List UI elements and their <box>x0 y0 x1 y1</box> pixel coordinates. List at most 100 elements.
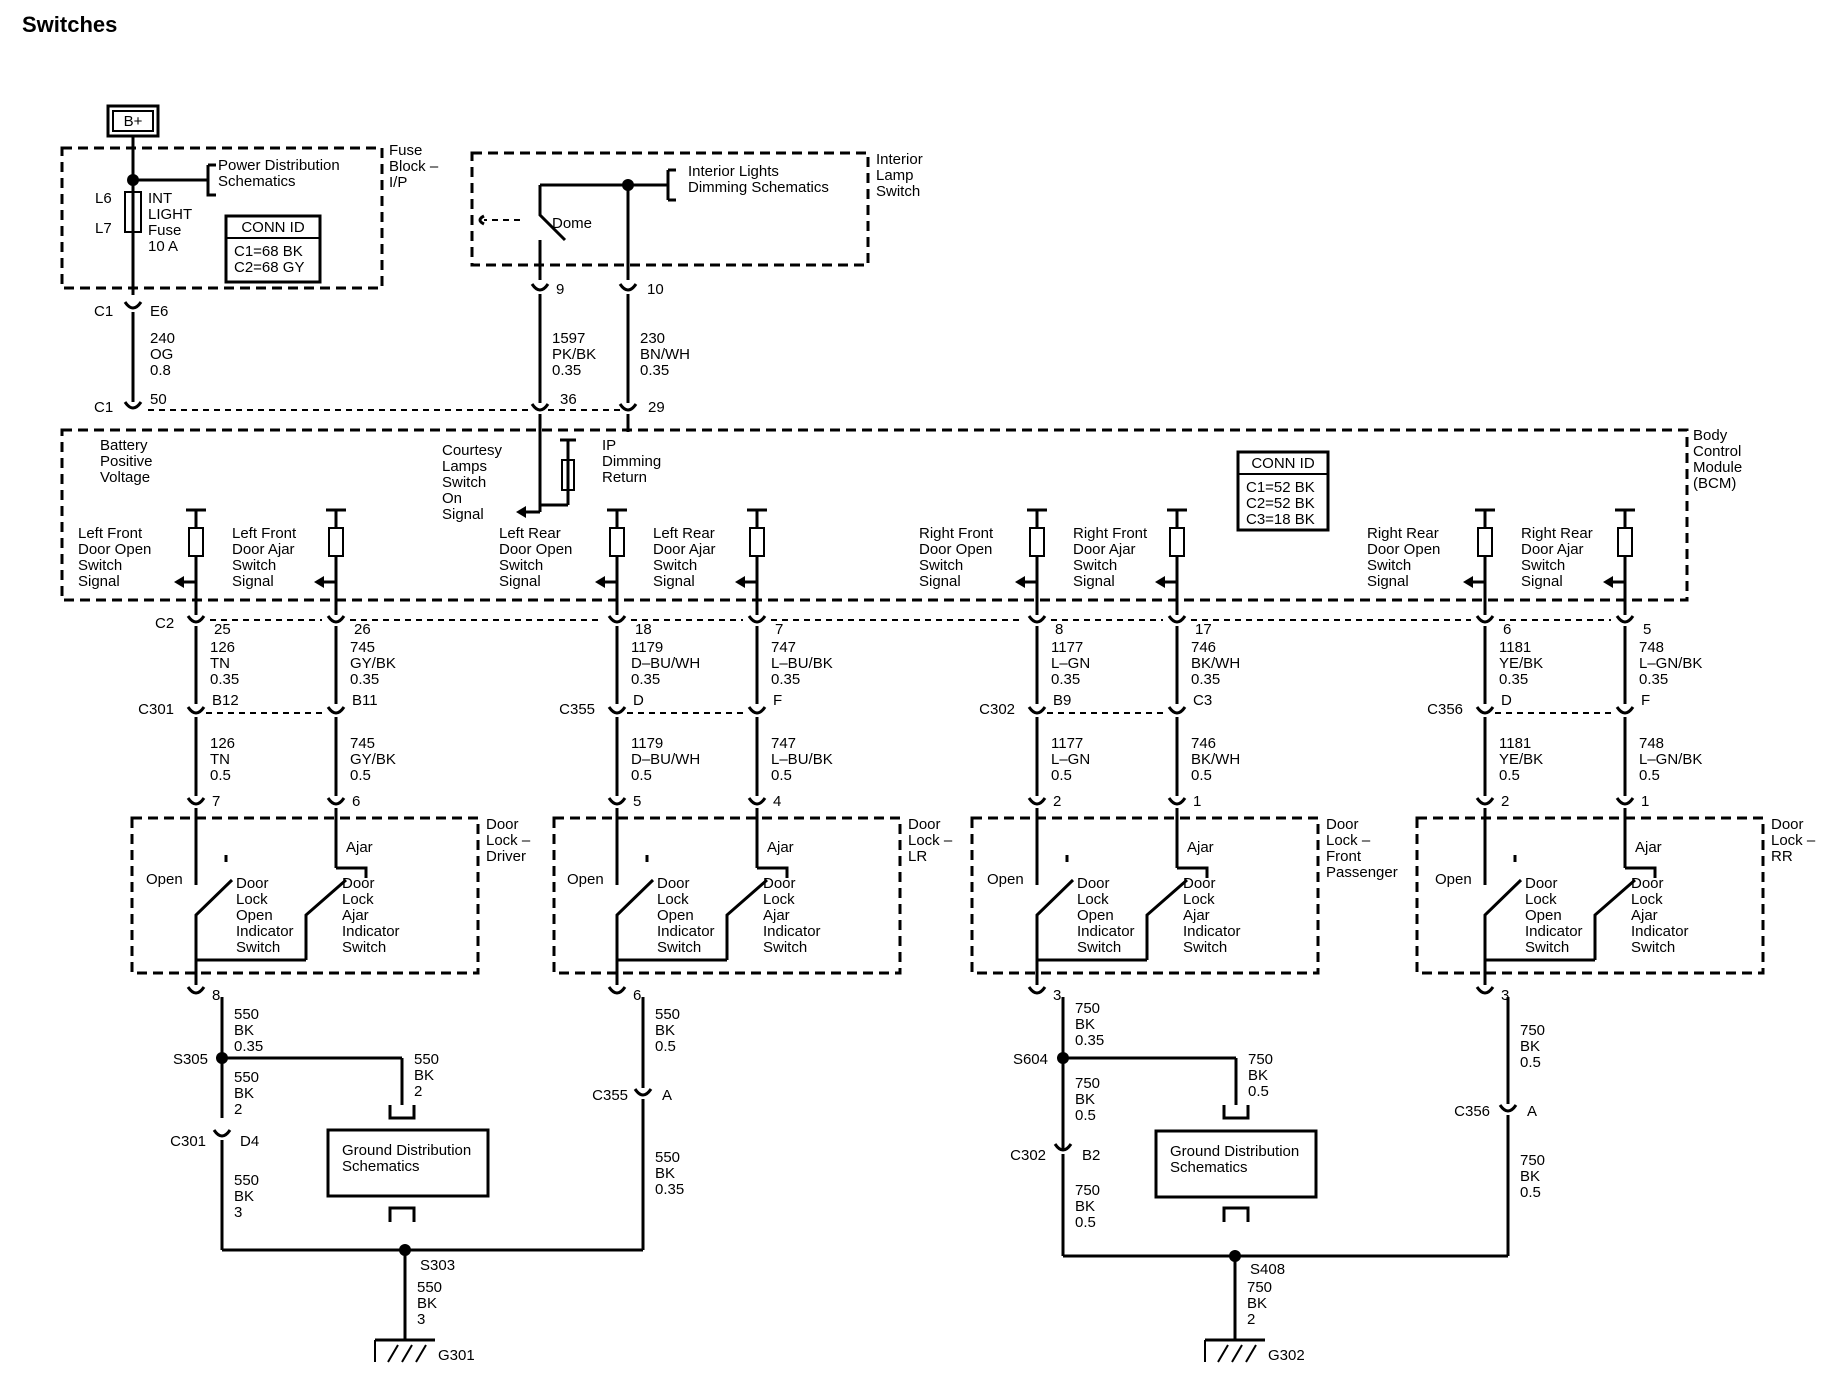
door-lock-name-line: Door <box>1326 816 1359 833</box>
w550-2a-label-line: BK <box>234 1085 254 1102</box>
w750-05e-label-line: BK <box>1520 1168 1540 1185</box>
w750-05c-label-line: 0.5 <box>1075 1214 1096 1231</box>
lamp-switch-outline <box>470 151 870 267</box>
upper-wire-label-line: YE/BK <box>1499 655 1543 672</box>
gnd-dist-right-bracket-bottom <box>1222 1206 1250 1222</box>
gnd-dist-right-label-line: Schematics <box>1170 1159 1248 1176</box>
inline-connector <box>1027 706 1047 715</box>
signal-label-line: Door Open <box>1367 541 1440 558</box>
s303-label: S303 <box>420 1257 455 1274</box>
bcm-pin-connector <box>326 615 346 624</box>
pull-resistor <box>1617 527 1633 557</box>
pin-9-connector <box>530 283 550 292</box>
ip-dim-resistor <box>561 459 575 491</box>
dome-label: Dome <box>552 215 592 232</box>
switch-connector <box>1475 797 1495 806</box>
signal-arrow <box>595 576 605 588</box>
lower-wire-label-line: D–BU/WH <box>631 751 700 768</box>
open-switch-label-line: Open <box>657 907 694 924</box>
lower-wire-label-line: 746 <box>1191 735 1216 752</box>
switch-pin-label: 5 <box>633 793 641 810</box>
signal-arrow <box>1155 576 1165 588</box>
w550-2b-label-line: BK <box>414 1067 434 1084</box>
signal-label-line: Right Rear <box>1367 525 1439 542</box>
w750-05d-label-line: 0.5 <box>1520 1054 1541 1071</box>
lower-wire-label-line: 1181 <box>1499 735 1531 752</box>
door-lock-name-line: Lock – <box>486 832 531 849</box>
g301-hatch <box>374 1340 427 1363</box>
c302-label: C302 <box>1010 1147 1046 1164</box>
lower-wire-label-line: 748 <box>1639 735 1664 752</box>
ground-pin-label: 3 <box>1053 987 1061 1004</box>
signal-label-line: Signal <box>78 573 120 590</box>
ajar-switch-label-line: Indicator <box>1183 923 1241 940</box>
signal-arrow <box>516 506 526 518</box>
open-label: Open <box>567 871 604 888</box>
ground-connector <box>1475 986 1495 995</box>
door-lock-name-line: Lock – <box>908 832 953 849</box>
power-dist-label-line: Power Distribution <box>218 157 340 174</box>
gnd-dist-label-line: Ground Distribution <box>342 1142 471 1159</box>
switch-pin-label: 2 <box>1501 793 1509 810</box>
signal-label-line: Signal <box>1521 573 1563 590</box>
lower-wire-label-line: 1179 <box>631 735 663 752</box>
upper-wire-label-line: 0.35 <box>350 671 379 688</box>
gnd-dist-bracket-top <box>388 1105 416 1120</box>
ip-dimming-label-line: Return <box>602 469 647 486</box>
upper-wire-label-line: 1181 <box>1499 639 1531 656</box>
upper-wire-label-line: TN <box>210 655 230 672</box>
ajar-switch-label-line: Door <box>763 875 796 892</box>
battery-label-line: Battery <box>100 437 148 454</box>
signal-label-line: Switch <box>1073 557 1117 574</box>
lower-wire-label-line: YE/BK <box>1499 751 1543 768</box>
door-lock-name-line: Door <box>486 816 519 833</box>
w550-3a-label-line: BK <box>234 1188 254 1205</box>
signal-label-line: Switch <box>653 557 697 574</box>
inline-pin-label: F <box>1641 692 1650 709</box>
fuse-block-outline <box>60 146 384 290</box>
signal-label-line: Door Ajar <box>653 541 716 558</box>
bcm-pin-connector <box>1475 615 1495 624</box>
w750-05b-label-line: 750 <box>1248 1051 1273 1068</box>
w750-05d-label-line: BK <box>1520 1038 1540 1055</box>
switch-pin-label: 4 <box>773 793 781 810</box>
fuse-loc-l6-line: L6 <box>95 190 112 207</box>
inline-connector <box>186 706 206 715</box>
signal-label-line: Switch <box>1367 557 1411 574</box>
wire-240-label-line: OG <box>150 346 173 363</box>
signal-label-line: Switch <box>1521 557 1565 574</box>
c301-d4-connector <box>212 1129 232 1138</box>
inline-connector <box>1615 706 1635 715</box>
w550-035b-label-line: 0.35 <box>655 1181 684 1198</box>
fuse-loc-l7: L7 <box>95 220 112 237</box>
wire-230-label-line: BN/WH <box>640 346 690 363</box>
wire-240-label-line: 0.8 <box>150 362 171 379</box>
open-switch-label-line: Switch <box>1077 939 1121 956</box>
w550-035-label-line: 0.35 <box>234 1038 263 1055</box>
signal-label-line: Switch <box>499 557 543 574</box>
open-switch-blade <box>1483 878 1523 960</box>
pin-10-connector <box>618 283 638 292</box>
upper-wire-label-line: 745 <box>350 639 375 656</box>
lower-wire-label-line: L–GN <box>1051 751 1090 768</box>
inline-pin-label: B11 <box>352 692 378 709</box>
fuse-conn-line-line: C1=68 BK <box>234 243 303 260</box>
upper-wire-label-line: 747 <box>771 639 796 656</box>
inline-connector <box>326 706 346 715</box>
bcm-name-line: Control <box>1693 443 1741 460</box>
bcm-pin-connector <box>1167 615 1187 624</box>
gnd-dist-box-right <box>1154 1129 1318 1199</box>
ajar-label: Ajar <box>1635 839 1662 856</box>
w750-05a-label-line: 750 <box>1075 1075 1100 1092</box>
open-switch-label-line: Switch <box>657 939 701 956</box>
lower-wire-label-line: GY/BK <box>350 751 396 768</box>
w550-3a-label-line: 3 <box>234 1204 242 1221</box>
w550-3b-label-line: BK <box>417 1295 437 1312</box>
bplus-label: B+ <box>124 113 143 130</box>
